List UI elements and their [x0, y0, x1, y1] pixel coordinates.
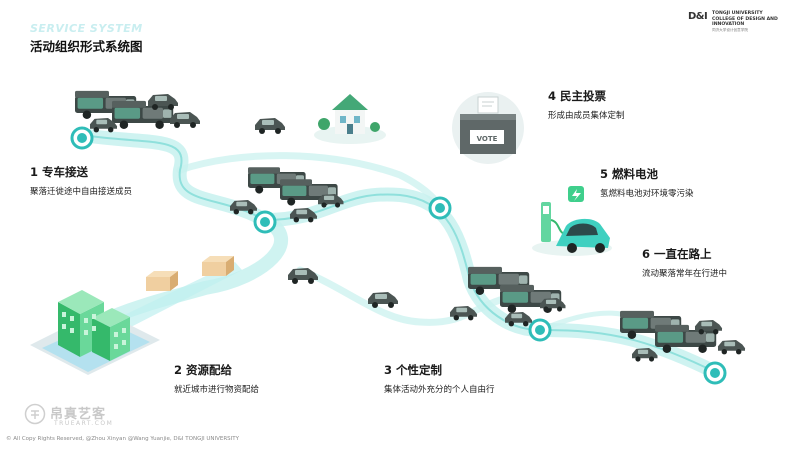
stage-6-title: 6 一直在路上 [642, 247, 712, 261]
stage-3-desc: 集体活动外充分的个人自由行 [384, 385, 495, 395]
stage-5-desc: 氢燃料电池对环境零污染 [600, 189, 694, 199]
logo-line-3: INNOVATION [712, 22, 745, 28]
stage-label-6: 6 一直在路上 流动聚落常年在行进中 [642, 246, 727, 279]
ballot-box-illustration [452, 92, 524, 164]
stage-3-title: 3 个性定制 [384, 363, 443, 377]
copyright-footer: © All Copy Rights Reserved, @Zhou Xinyan… [6, 436, 239, 442]
stage-marker-1 [70, 126, 94, 150]
university-logo: D&I TONGJI UNIVERSITY COLLEGE OF DESIGN … [688, 9, 788, 33]
stage-markers [70, 126, 727, 385]
stage-5-title: 5 燃料电池 [600, 167, 659, 181]
stage-label-5: 5 燃料电池 氢燃料电池对环境零污染 [600, 166, 694, 199]
stage-label-3: 3 个性定制 集体活动外充分的个人自由行 [384, 362, 495, 395]
header-title-en: SERVICE SYSTEM [30, 22, 143, 35]
package-1 [146, 271, 178, 291]
stage-1-title: 1 专车接送 [30, 165, 89, 179]
stage-4-title: 4 民主投票 [548, 89, 607, 103]
package-2 [202, 256, 234, 276]
resource-supply-beam [118, 262, 242, 330]
stage-marker-5 [703, 361, 727, 385]
convoy-1 [75, 90, 200, 133]
stage-4-desc: 形成由成员集体定制 [548, 111, 625, 121]
stage-label-4: 4 民主投票 形成由成员集体定制 [548, 88, 625, 121]
logo-line-2: COLLEGE OF DESIGN AND [712, 16, 778, 22]
charging-station-illustration [532, 186, 612, 256]
logo-text: TONGJI UNIVERSITY COLLEGE OF DESIGN AND … [712, 11, 778, 28]
logo-subtitle: 同济大学设计创意学院 [712, 28, 748, 32]
house-illustration [314, 94, 386, 144]
stage-label-2: 2 资源配给 就近城市进行物资配给 [174, 362, 259, 395]
stage-marker-4 [528, 318, 552, 342]
stage-1-desc: 聚落迁徙途中自由接送成员 [30, 187, 133, 197]
watermark-en: TRUEART.COM [54, 420, 114, 427]
logo-line-1: TONGJI UNIVERSITY [712, 11, 763, 16]
stage-marker-3 [428, 196, 452, 220]
stage-label-1: 1 专车接送 聚落迁徙途中自由接送成员 [30, 164, 132, 197]
vote-label: VOTE [477, 135, 498, 143]
watermark-cn: 帛真艺客 [50, 407, 107, 422]
stage-2-title: 2 资源配给 [174, 363, 233, 377]
stage-2-desc: 就近城市进行物资配给 [174, 385, 260, 395]
city-buildings-illustration [30, 290, 160, 375]
watermark-seal-icon [24, 403, 46, 425]
supply-packages [146, 256, 234, 291]
stage-marker-2 [253, 210, 277, 234]
page-title: 活动组织形式系统图 [30, 39, 143, 54]
stage-6-desc: 流动聚落常年在行进中 [642, 269, 728, 279]
logo-mark: D&I [688, 11, 708, 22]
